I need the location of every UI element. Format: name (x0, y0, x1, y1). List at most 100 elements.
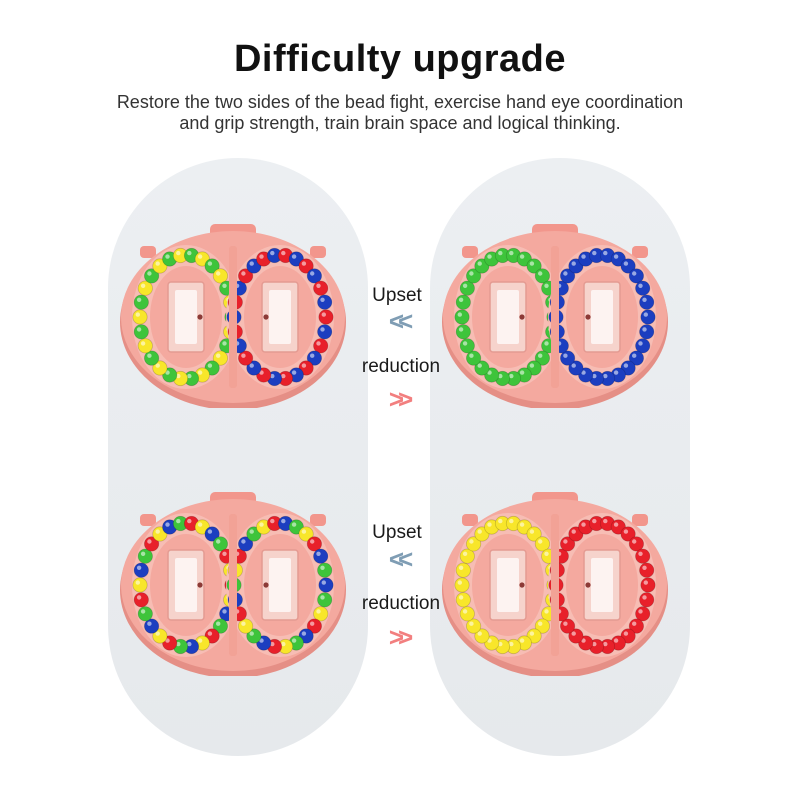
bead (313, 280, 329, 296)
bead-highlight (155, 529, 160, 534)
bead-puzzle-toy-scrambled[interactable] (118, 486, 348, 676)
bead-highlight (140, 551, 146, 556)
bead-highlight (462, 551, 468, 556)
bead-highlight (187, 641, 192, 647)
bead-highlight (519, 370, 525, 375)
bead-highlight (529, 529, 535, 534)
bead-highlight (477, 631, 482, 636)
bead-highlight (638, 341, 643, 346)
bead-highlight (321, 312, 326, 317)
bead-highlight (642, 595, 647, 600)
bead-highlight (571, 631, 576, 636)
bead-highlight (147, 621, 152, 626)
bead-highlight (176, 641, 181, 647)
bead-highlight (529, 261, 535, 266)
bead-highlight (165, 638, 170, 643)
window (175, 558, 197, 612)
toy-ear (140, 514, 156, 526)
bead-highlight (270, 373, 275, 379)
bead-highlight (140, 283, 146, 288)
window (175, 290, 197, 344)
bead-highlight (632, 353, 637, 358)
bead (317, 562, 333, 578)
bead-highlight (136, 327, 142, 332)
bead-highlight (563, 353, 568, 358)
bead (639, 294, 655, 310)
bead-highlight (320, 327, 325, 332)
bead-puzzle-toy-scrambled[interactable] (118, 218, 348, 408)
bead-highlight (581, 370, 586, 375)
bead-highlight (592, 373, 597, 379)
bead-highlight (603, 518, 608, 524)
bead-highlight (301, 529, 307, 534)
bead-highlight (462, 283, 468, 288)
bead (133, 324, 149, 340)
bead-puzzle-toy-solved[interactable] (440, 218, 670, 408)
bead-highlight (642, 327, 647, 332)
bead-highlight (544, 283, 549, 288)
bead-highlight (509, 518, 514, 524)
bead-highlight (187, 373, 192, 379)
bead-highlight (498, 518, 503, 524)
bead-highlight (538, 621, 543, 626)
bead-highlight (469, 621, 474, 626)
bead-highlight (249, 631, 254, 636)
window (591, 290, 613, 344)
axle-dot (263, 314, 269, 320)
back-arrow-icon: << (388, 306, 413, 336)
bead-highlight (320, 565, 325, 570)
bead-highlight (176, 518, 181, 524)
bead (313, 548, 329, 564)
axle-dot (197, 582, 203, 588)
bead-highlight (176, 250, 181, 256)
page-title: Difficulty upgrade (233, 38, 567, 80)
bead-highlight (519, 638, 525, 643)
bead-highlight (544, 609, 549, 614)
bead-highlight (592, 641, 597, 647)
bead-highlight (310, 621, 315, 626)
bead (317, 324, 333, 340)
bead-highlight (291, 638, 297, 643)
center-divider (551, 246, 559, 388)
bead-highlight (623, 363, 629, 368)
bead-highlight (519, 522, 525, 527)
bead-highlight (462, 609, 468, 614)
bead-highlight (291, 254, 297, 259)
bead-highlight (642, 565, 647, 570)
bead-highlight (458, 297, 464, 302)
bead (132, 577, 148, 593)
bead-highlight (509, 250, 514, 256)
bead-highlight (477, 363, 482, 368)
center-divider (229, 514, 237, 656)
bead (635, 548, 651, 564)
bead-highlight (563, 621, 568, 626)
bead-highlight (310, 271, 315, 276)
bead-highlight (301, 631, 307, 636)
bead-puzzle-toy-solved[interactable] (440, 486, 670, 676)
bead-highlight (487, 522, 492, 527)
bead-highlight (509, 373, 514, 379)
bead-highlight (281, 518, 286, 524)
bead-highlight (140, 609, 146, 614)
bead-highlight (270, 250, 275, 256)
bead (640, 577, 656, 593)
bead-highlight (259, 254, 264, 259)
bead-highlight (623, 529, 629, 534)
bead-highlight (613, 254, 619, 259)
page-subtitle: Restore the two sides of the bead fight,… (0, 92, 800, 134)
bead-highlight (147, 539, 152, 544)
bead-highlight (538, 271, 543, 276)
bead (132, 309, 148, 325)
bead-highlight (281, 641, 286, 647)
bead-highlight (155, 631, 160, 636)
bead-highlight (642, 297, 647, 302)
bead-highlight (301, 261, 307, 266)
window (591, 558, 613, 612)
bead-highlight (207, 529, 213, 534)
bead-highlight (207, 363, 213, 368)
axle-dot (197, 314, 203, 320)
bead-highlight (487, 254, 492, 259)
bead-highlight (136, 595, 142, 600)
bead-highlight (603, 250, 608, 256)
bead (318, 577, 334, 593)
